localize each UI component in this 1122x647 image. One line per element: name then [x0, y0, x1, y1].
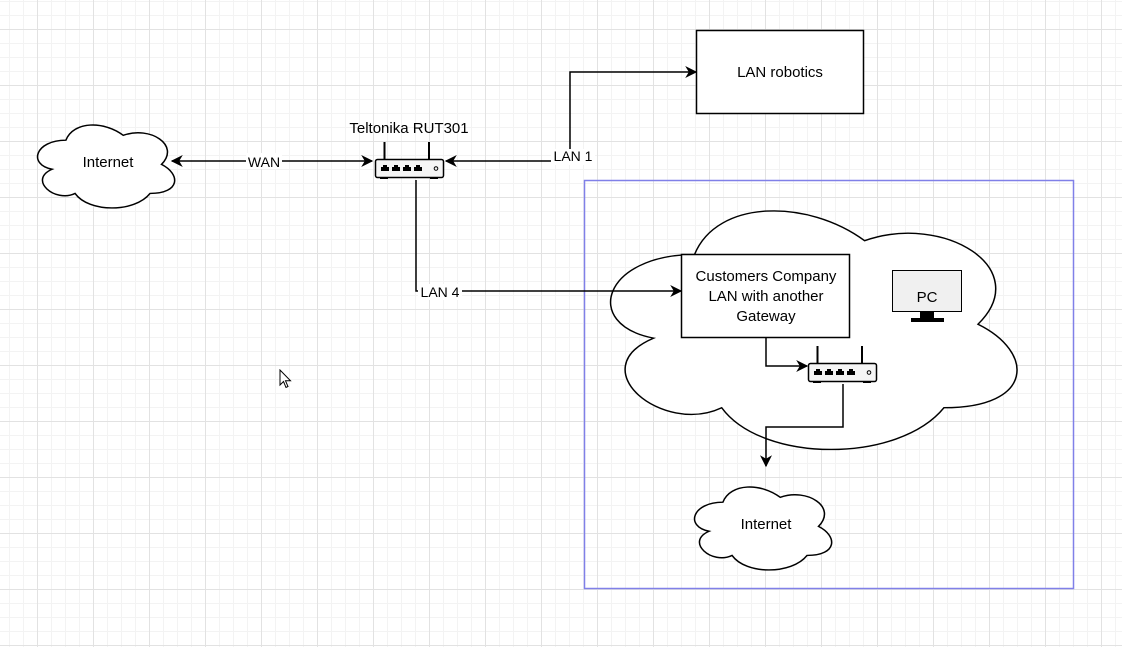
mouse-pointer-icon [279, 369, 292, 389]
edge-lan4-label: LAN 4 [421, 284, 460, 300]
edge-gateway-link[interactable] [765, 338, 809, 372]
internet-left-label: Internet [83, 154, 135, 171]
edge-lan1-label: LAN 1 [554, 148, 593, 164]
monitor-icon [892, 270, 962, 322]
edge-uplink[interactable] [760, 384, 844, 468]
edge-lan4[interactable]: LAN 4 [415, 180, 683, 300]
customer-lan-label-line-1: Customers Company [696, 268, 837, 285]
pc-label: PC [917, 289, 938, 306]
router-customer-node[interactable] [807, 346, 878, 383]
router-main-label: Teltonika RUT301 [349, 120, 468, 137]
router-main-node[interactable]: Teltonika RUT301 [349, 120, 469, 179]
lan-robotics-label: LAN robotics [737, 64, 823, 81]
customer-lan-label-line-2: LAN with another [708, 288, 823, 305]
router-icon [807, 346, 878, 383]
router-icon [374, 142, 445, 179]
customer-lan-node[interactable]: Customers Company LAN with another Gatew… [680, 253, 851, 339]
edge-lan1[interactable]: LAN 1 [444, 66, 698, 167]
customer-lan-label-line-3: Gateway [736, 308, 796, 325]
edge-wan[interactable]: WAN [170, 153, 374, 170]
internet-bottom-label: Internet [741, 516, 793, 533]
edge-wan-label: WAN [248, 154, 280, 170]
lan-robotics-node[interactable]: LAN robotics [695, 29, 865, 115]
internet-cloud-bottom[interactable]: Internet [693, 486, 833, 571]
internet-cloud-left[interactable]: Internet [36, 124, 176, 209]
pc-node[interactable]: PC [892, 270, 962, 323]
customer-group-frame[interactable] [583, 179, 1075, 590]
